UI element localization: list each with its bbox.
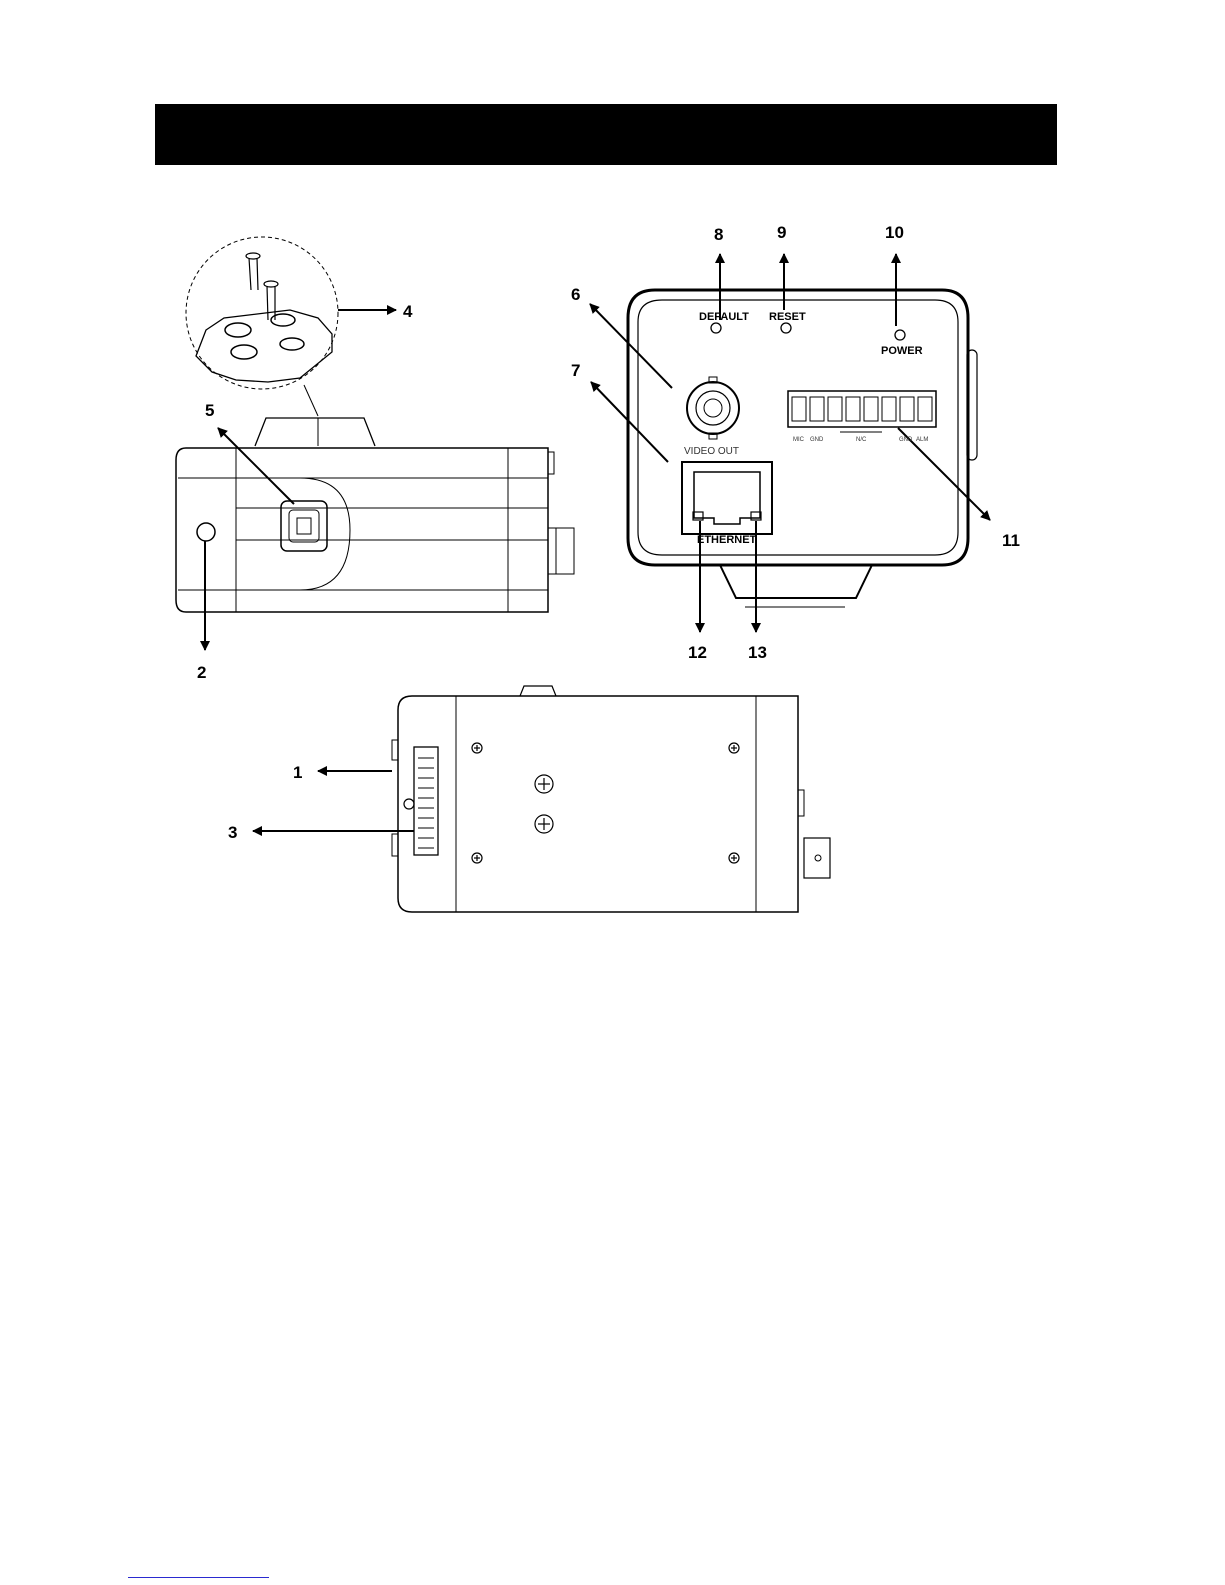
callout-12: 12 [688,643,707,662]
focus-grill [404,747,438,855]
callout-10: 10 [885,223,904,242]
callout-6: 6 [571,285,580,304]
rear-view [628,290,977,607]
callout-13: 13 [748,643,767,662]
footer-rule [128,1577,269,1578]
label-terminal-alm: ALM [916,437,928,443]
label-terminal-nc: N/C [856,437,867,443]
arrow-6 [590,304,672,388]
label-terminal-gnd: GND [810,437,824,443]
callout-4: 4 [403,302,413,321]
default-button [711,323,721,333]
callout-3: 3 [228,823,237,842]
label-power: POWER [881,345,923,357]
bottom-screws [472,743,739,863]
callout-5: 5 [205,401,214,420]
label-reset: RESET [769,311,806,323]
label-terminal-gnd-2: GND [899,437,913,443]
side-view [176,237,574,612]
callout-11: 11 [1002,531,1020,550]
callout-2: 2 [197,663,206,682]
bottom-view [392,686,830,912]
callout-8: 8 [714,225,723,244]
side-body [176,448,548,612]
mount-screws [246,253,278,320]
label-terminal-mic: MIC [793,437,805,443]
reset-button [781,323,791,333]
power-led [895,330,905,340]
ethernet-port [682,462,772,534]
video-out-bnc [687,377,739,439]
callout-7: 7 [571,361,580,380]
label-default: DEFAULT [699,311,749,323]
callout-1: 1 [293,763,302,782]
panel-labels: DEFAULT RESET POWER VIDEO OUT ETHERNET M… [684,311,928,546]
arrow-5 [218,428,294,504]
side-indicator [197,523,215,541]
callout-arrows [205,254,990,831]
label-video-out: VIDEO OUT [684,446,739,457]
label-ethernet: ETHERNET [697,534,757,546]
bottom-body [398,696,798,912]
terminal-block [788,391,936,432]
callout-9: 9 [777,223,786,242]
